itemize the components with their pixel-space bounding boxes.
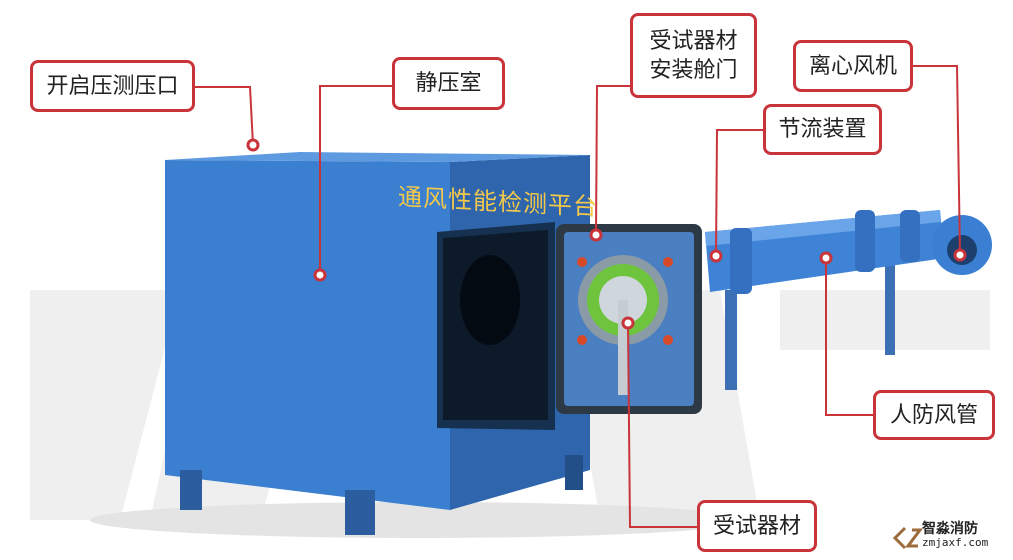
callout-door-line2: 安装舱门 bbox=[649, 57, 738, 83]
callout-lines bbox=[195, 65, 961, 528]
static-pressure-chamber bbox=[165, 152, 590, 535]
callout-pressure-port: 开启压测压口 bbox=[30, 60, 195, 112]
callout-civil-duct: 人防风管 bbox=[873, 390, 995, 440]
callout-dots bbox=[246, 138, 967, 330]
callout-throttle-device: 节流装置 bbox=[763, 104, 882, 155]
callout-door: 受试器材 安装舱门 bbox=[630, 13, 757, 98]
callout-centrifugal-fan: 离心风机 bbox=[793, 40, 913, 92]
logo-name: 智淼消防 bbox=[922, 521, 978, 537]
callout-static-chamber: 静压室 bbox=[392, 57, 505, 110]
logo-icon bbox=[892, 526, 923, 550]
civil-defense-duct bbox=[705, 210, 992, 390]
logo-url: zmjaxf.com bbox=[922, 536, 989, 549]
callout-test-equipment: 受试器材 bbox=[697, 500, 817, 552]
brand-logo: 智淼消防 zmjaxf.com bbox=[888, 522, 988, 549]
floor-shadow bbox=[90, 502, 750, 538]
callout-door-line1: 受试器材 bbox=[649, 28, 738, 54]
